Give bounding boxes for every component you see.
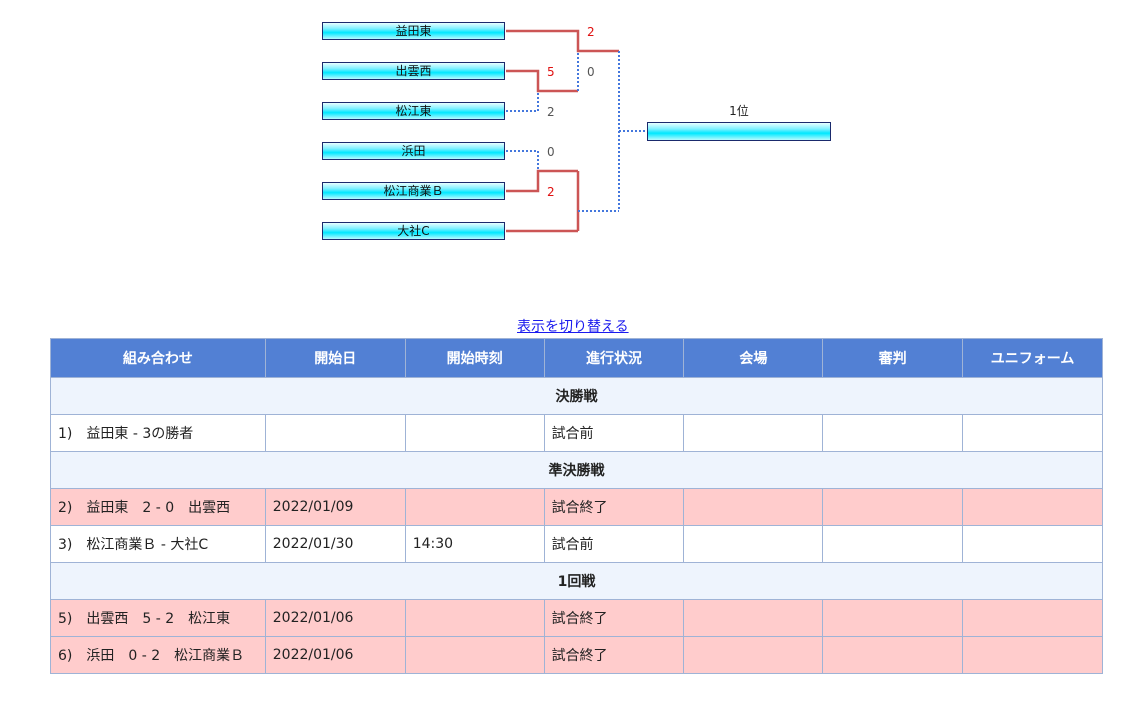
- round-row-first-round: 1回戦: [50, 562, 1103, 600]
- bracket-team-2[interactable]: 出雲西: [322, 62, 505, 80]
- cell-matchup[interactable]: 2) 益田東 2 - 0 出雲西: [50, 488, 266, 526]
- score-r1b-winner: 2: [547, 185, 555, 199]
- cell-referee: [822, 488, 964, 526]
- header-uniform: ユニフォーム: [962, 338, 1103, 378]
- table-row[interactable]: 5) 出雲西 5 - 2 松江東 2022/01/06 試合終了: [50, 599, 1103, 637]
- header-start-date: 開始日: [264, 338, 406, 378]
- score-final-bottom: 0: [587, 65, 595, 79]
- cell-uniform: [962, 414, 1103, 452]
- cell-matchup[interactable]: 5) 出雲西 5 - 2 松江東: [50, 599, 266, 637]
- cell-uniform: [962, 488, 1103, 526]
- round-row-semifinal: 準決勝戦: [50, 451, 1103, 489]
- cell-matchup[interactable]: 6) 浜田 0 - 2 松江商業Ｂ: [50, 636, 266, 674]
- line-team2-win: [506, 69, 578, 93]
- cell-time: [404, 599, 545, 637]
- cell-status: 試合終了: [543, 488, 685, 526]
- cell-matchup[interactable]: 3) 松江商業Ｂ - 大社C: [50, 525, 266, 563]
- cell-status: 試合前: [543, 525, 685, 563]
- cell-date: [264, 414, 406, 452]
- table-row[interactable]: 1) 益田東 - 3の勝者 試合前: [50, 414, 1103, 452]
- cell-venue: [683, 414, 824, 452]
- cell-referee: [822, 414, 964, 452]
- champion-rank-label: 1位: [729, 104, 749, 118]
- header-referee: 審判: [822, 338, 964, 378]
- header-venue: 会場: [683, 338, 824, 378]
- bracket-team-3[interactable]: 松江東: [322, 102, 505, 120]
- header-start-time: 開始時刻: [404, 338, 545, 378]
- line-team1-win: [506, 29, 619, 53]
- bracket-team-5[interactable]: 松江商業Ｂ: [322, 182, 505, 200]
- table-row[interactable]: 2) 益田東 2 - 0 出雲西 2022/01/09 試合終了: [50, 488, 1103, 526]
- cell-time: [404, 488, 545, 526]
- cell-referee: [822, 599, 964, 637]
- score-final-top: 2: [587, 25, 595, 39]
- cell-venue: [683, 599, 824, 637]
- cell-date: 2022/01/06: [264, 599, 406, 637]
- switch-view-link[interactable]: 表示を切り替える: [517, 319, 629, 335]
- cell-uniform: [962, 599, 1103, 637]
- round-title: 決勝戦: [50, 377, 1103, 415]
- cell-date: 2022/01/06: [264, 636, 406, 674]
- header-matchup: 組み合わせ: [50, 338, 266, 378]
- bracket-team-6[interactable]: 大社C: [322, 222, 505, 240]
- match-schedule-table: 組み合わせ 開始日 開始時刻 進行状況 会場 審判 ユニフォーム 決勝戦 1) …: [50, 338, 1103, 674]
- line-team5-win: [506, 169, 578, 193]
- bracket-team-1[interactable]: 益田東: [322, 22, 505, 40]
- bracket-lines: [506, 29, 647, 233]
- round-title: 1回戦: [50, 562, 1103, 600]
- score-r1b-loser: 0: [547, 145, 555, 159]
- score-r1a-loser: 2: [547, 105, 555, 119]
- table-row[interactable]: 6) 浜田 0 - 2 松江商業Ｂ 2022/01/06 試合終了: [50, 636, 1103, 674]
- cell-venue: [683, 488, 824, 526]
- cell-venue: [683, 525, 824, 563]
- cell-time: [404, 414, 545, 452]
- cell-uniform: [962, 636, 1103, 674]
- cell-referee: [822, 525, 964, 563]
- cell-uniform: [962, 525, 1103, 563]
- header-status: 進行状況: [543, 338, 685, 378]
- line-team4-lose: [506, 150, 539, 171]
- cell-status: 試合終了: [543, 636, 685, 674]
- cell-venue: [683, 636, 824, 674]
- cell-date: 2022/01/30: [264, 525, 406, 563]
- tournament-bracket: 益田東 出雲西 松江東 浜田 松江商業Ｂ 大社C 2 0 5 2 0 2 1位: [0, 0, 1122, 300]
- round-row-final: 決勝戦: [50, 377, 1103, 415]
- cell-matchup[interactable]: 1) 益田東 - 3の勝者: [50, 414, 266, 452]
- round-title: 準決勝戦: [50, 451, 1103, 489]
- line-team3-lose: [506, 91, 539, 112]
- score-r1a-winner: 5: [547, 65, 555, 79]
- cell-time: [404, 636, 545, 674]
- cell-status: 試合終了: [543, 599, 685, 637]
- cell-time: 14:30: [404, 525, 545, 563]
- table-row[interactable]: 3) 松江商業Ｂ - 大社C 2022/01/30 14:30 試合前: [50, 525, 1103, 563]
- cell-status: 試合前: [543, 414, 685, 452]
- table-header-row: 組み合わせ 開始日 開始時刻 進行状況 会場 審判 ユニフォーム: [50, 338, 1103, 378]
- bracket-team-4[interactable]: 浜田: [322, 142, 505, 160]
- cell-date: 2022/01/09: [264, 488, 406, 526]
- cell-referee: [822, 636, 964, 674]
- champion-slot: [647, 122, 831, 141]
